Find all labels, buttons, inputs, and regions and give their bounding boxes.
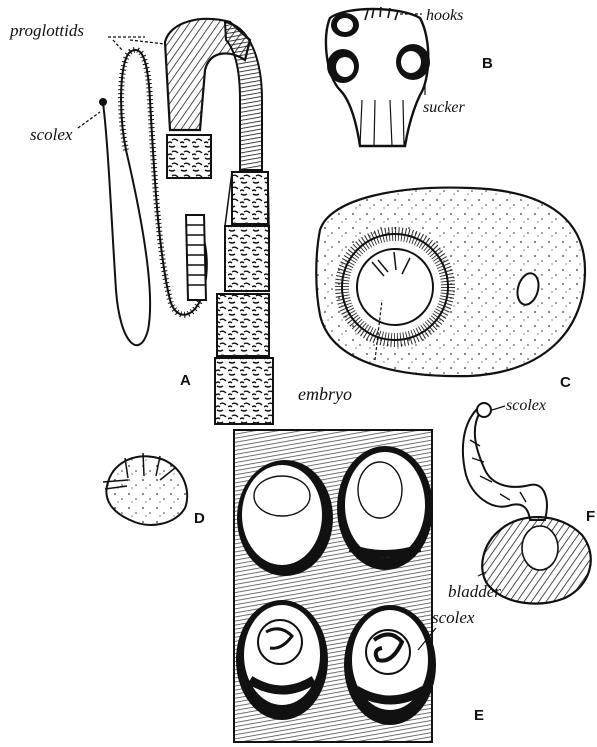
proglottid-right-2: [225, 226, 269, 291]
sucker-label: sucker: [423, 99, 466, 116]
proglottid-right-1: [232, 172, 268, 224]
panel-letter-b: B: [482, 55, 493, 72]
proglottid-left-1: [167, 135, 211, 178]
bladder-inner-scolex: [522, 526, 558, 570]
cyst-bottom-left: [236, 600, 328, 720]
scolex-a-leader: [78, 112, 100, 128]
proglottid-right-3: [217, 294, 269, 356]
scolex-f-head: [477, 403, 491, 417]
cyst-top-right: [337, 446, 433, 570]
panel-a-tapeworm: proglottids scolex A: [9, 19, 273, 424]
tapeworm-young-segments: [186, 215, 206, 300]
proglottid-band-upper: [225, 22, 262, 170]
panel-letter-e: E: [474, 707, 484, 724]
panel-c-egg: embryo C: [298, 188, 585, 404]
sucker-left-top-inner: [337, 18, 353, 32]
bladder-neck: [463, 408, 547, 520]
sucker-right-inner: [401, 51, 421, 73]
sucker-left-inner: [336, 57, 354, 77]
scolex-e-label: scolex: [432, 608, 475, 627]
hexacanth-body: [106, 456, 187, 525]
panel-letter-a: A: [180, 372, 191, 389]
scolex-a-head: [99, 98, 107, 106]
panel-letter-c: C: [560, 374, 571, 391]
panel-letter-f: F: [586, 508, 595, 525]
cyst-bottom-right: [344, 605, 436, 725]
scolex-f-label: scolex: [506, 397, 546, 414]
cyst-top-left: [237, 460, 333, 576]
embryo-label: embryo: [298, 384, 352, 404]
bladder-label: bladder: [448, 582, 501, 601]
panel-d-hexacanth: D: [103, 453, 205, 527]
hooks-label: hooks: [426, 7, 463, 24]
proglottids-label: proglottids: [9, 21, 84, 40]
scolex-a-label: scolex: [30, 125, 73, 144]
panel-b-scolex-closeup: hooks sucker B: [326, 7, 493, 146]
scolex-f-leader: [492, 406, 505, 410]
proglottid-right-4: [215, 358, 273, 424]
panel-f-bladder-worm: scolex bladder F: [448, 397, 595, 604]
panel-letter-d: D: [194, 510, 205, 527]
panel-e-cysts-in-muscle: scolex E: [234, 430, 484, 742]
proglottids-leader: [108, 37, 165, 50]
